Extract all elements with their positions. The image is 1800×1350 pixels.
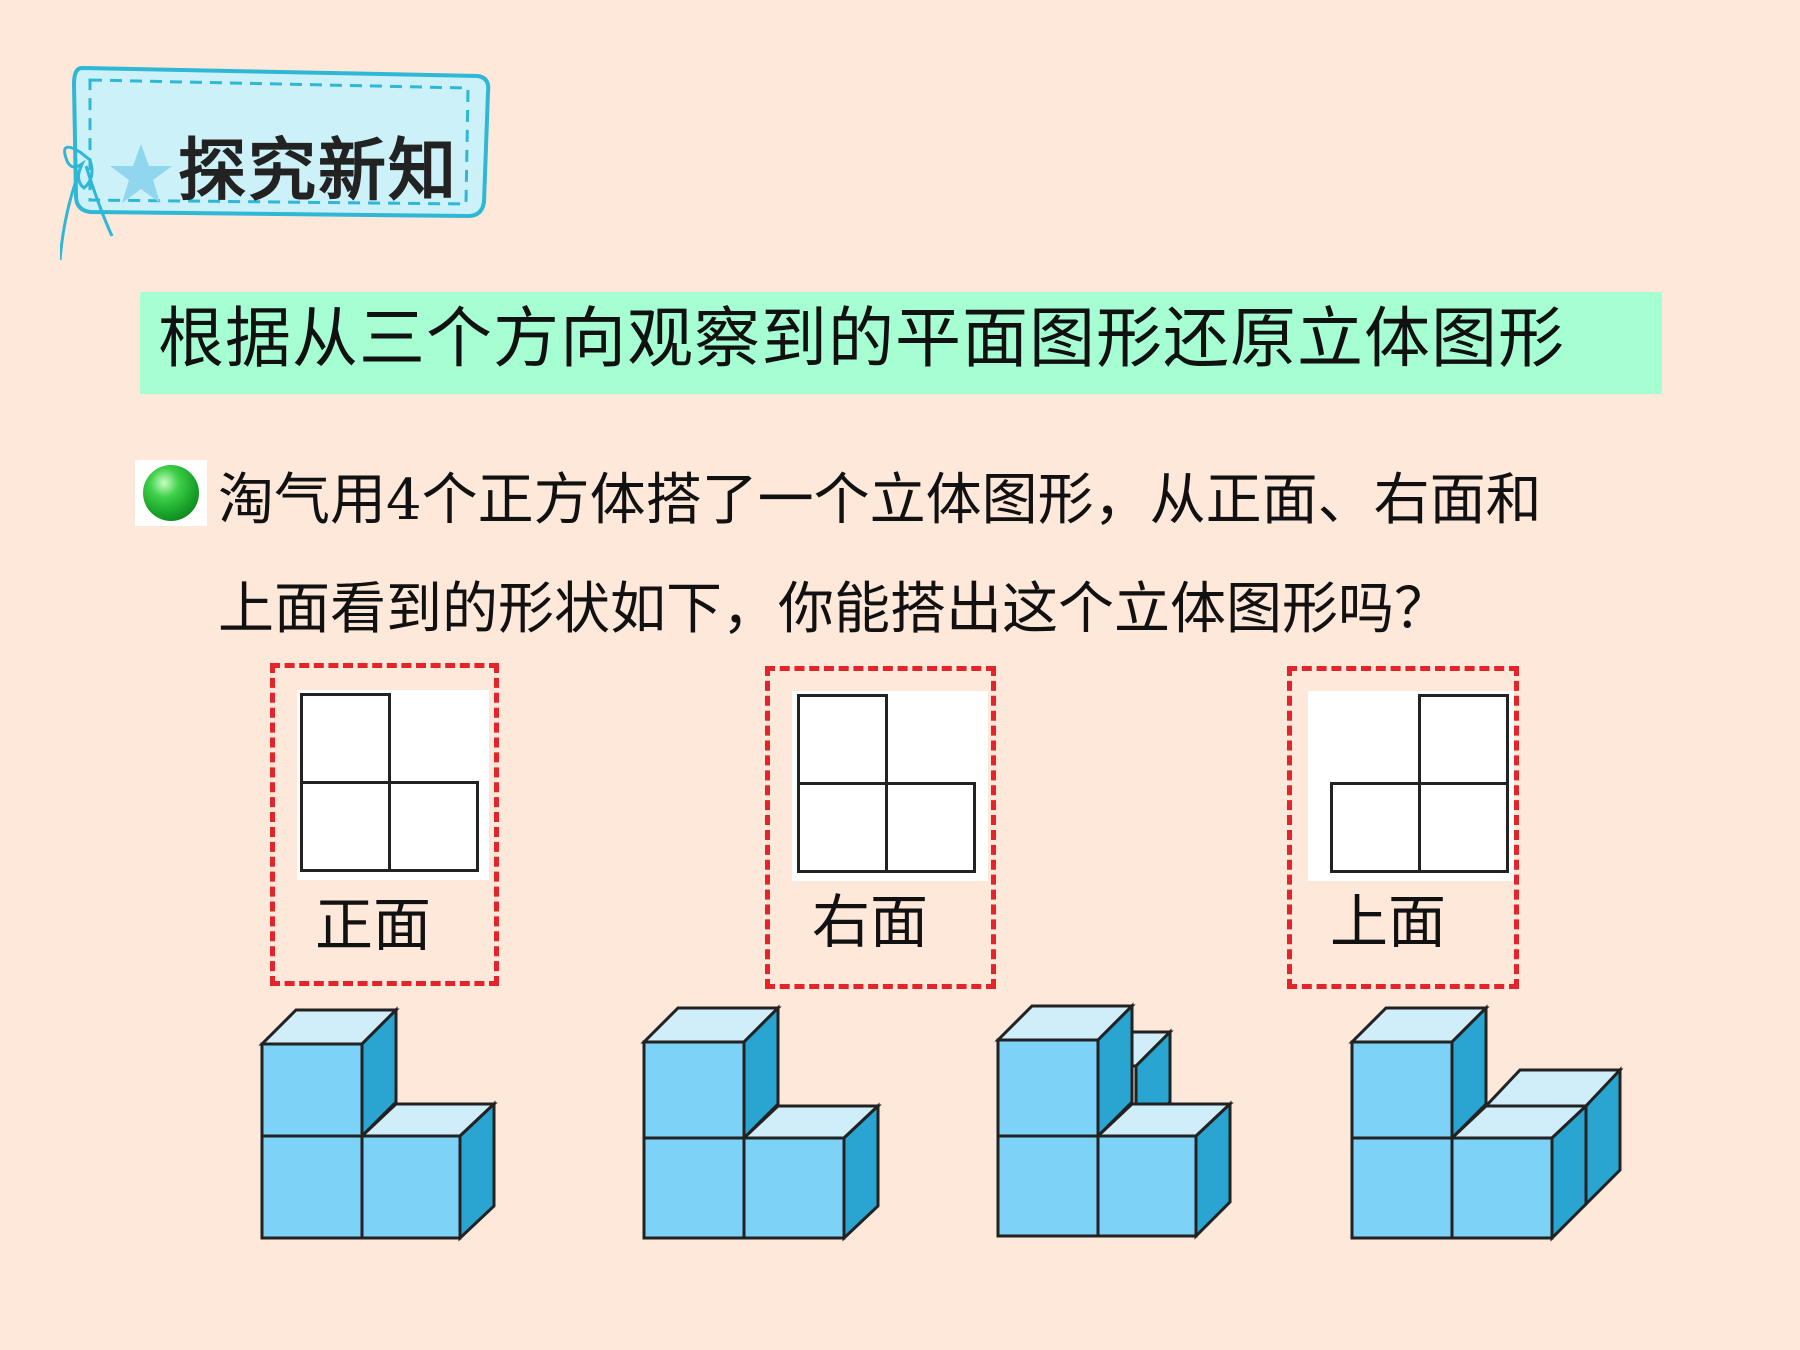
question-bullet xyxy=(135,460,207,526)
cube-model-2 xyxy=(640,1004,882,1242)
section-title: 探究新知 xyxy=(178,132,459,211)
view-cell xyxy=(300,693,391,784)
top-view-grid xyxy=(1308,691,1514,881)
cube-model-1 xyxy=(258,1006,498,1242)
view-cell xyxy=(797,782,888,873)
topic-banner-text: 根据从三个方向观察到的平面图形还原立体图形 xyxy=(158,300,1565,377)
question-line-1: 淘气用4个正方体搭了一个立体图形，从正面、右面和 xyxy=(218,468,1542,533)
question-line-2: 上面看到的形状如下，你能搭出这个立体图形吗？ xyxy=(218,577,1450,642)
cube-model-3 xyxy=(994,1002,1234,1240)
top-view-box: 上面 xyxy=(1287,666,1519,989)
view-cell xyxy=(1330,782,1421,873)
front-view-grid xyxy=(297,690,489,880)
front-view-box: 正面 xyxy=(270,663,499,986)
section-badge: 探究新知 xyxy=(60,60,500,270)
view-cell xyxy=(300,781,391,872)
green-dot-icon xyxy=(143,465,199,521)
right-view-grid xyxy=(792,691,988,881)
top-view-label: 上面 xyxy=(1330,888,1447,956)
star-icon xyxy=(110,144,172,203)
front-view-label: 正面 xyxy=(315,891,432,959)
view-cell xyxy=(1418,694,1509,785)
cube-model-4 xyxy=(1348,1004,1624,1242)
view-cell xyxy=(797,694,888,785)
right-view-label: 右面 xyxy=(812,888,929,956)
right-view-box: 右面 xyxy=(765,666,996,989)
view-cell xyxy=(885,782,976,873)
badge-frame xyxy=(60,65,491,261)
view-cell xyxy=(1418,782,1509,873)
topic-banner: 根据从三个方向观察到的平面图形还原立体图形 xyxy=(140,292,1662,394)
view-cell xyxy=(388,781,479,872)
